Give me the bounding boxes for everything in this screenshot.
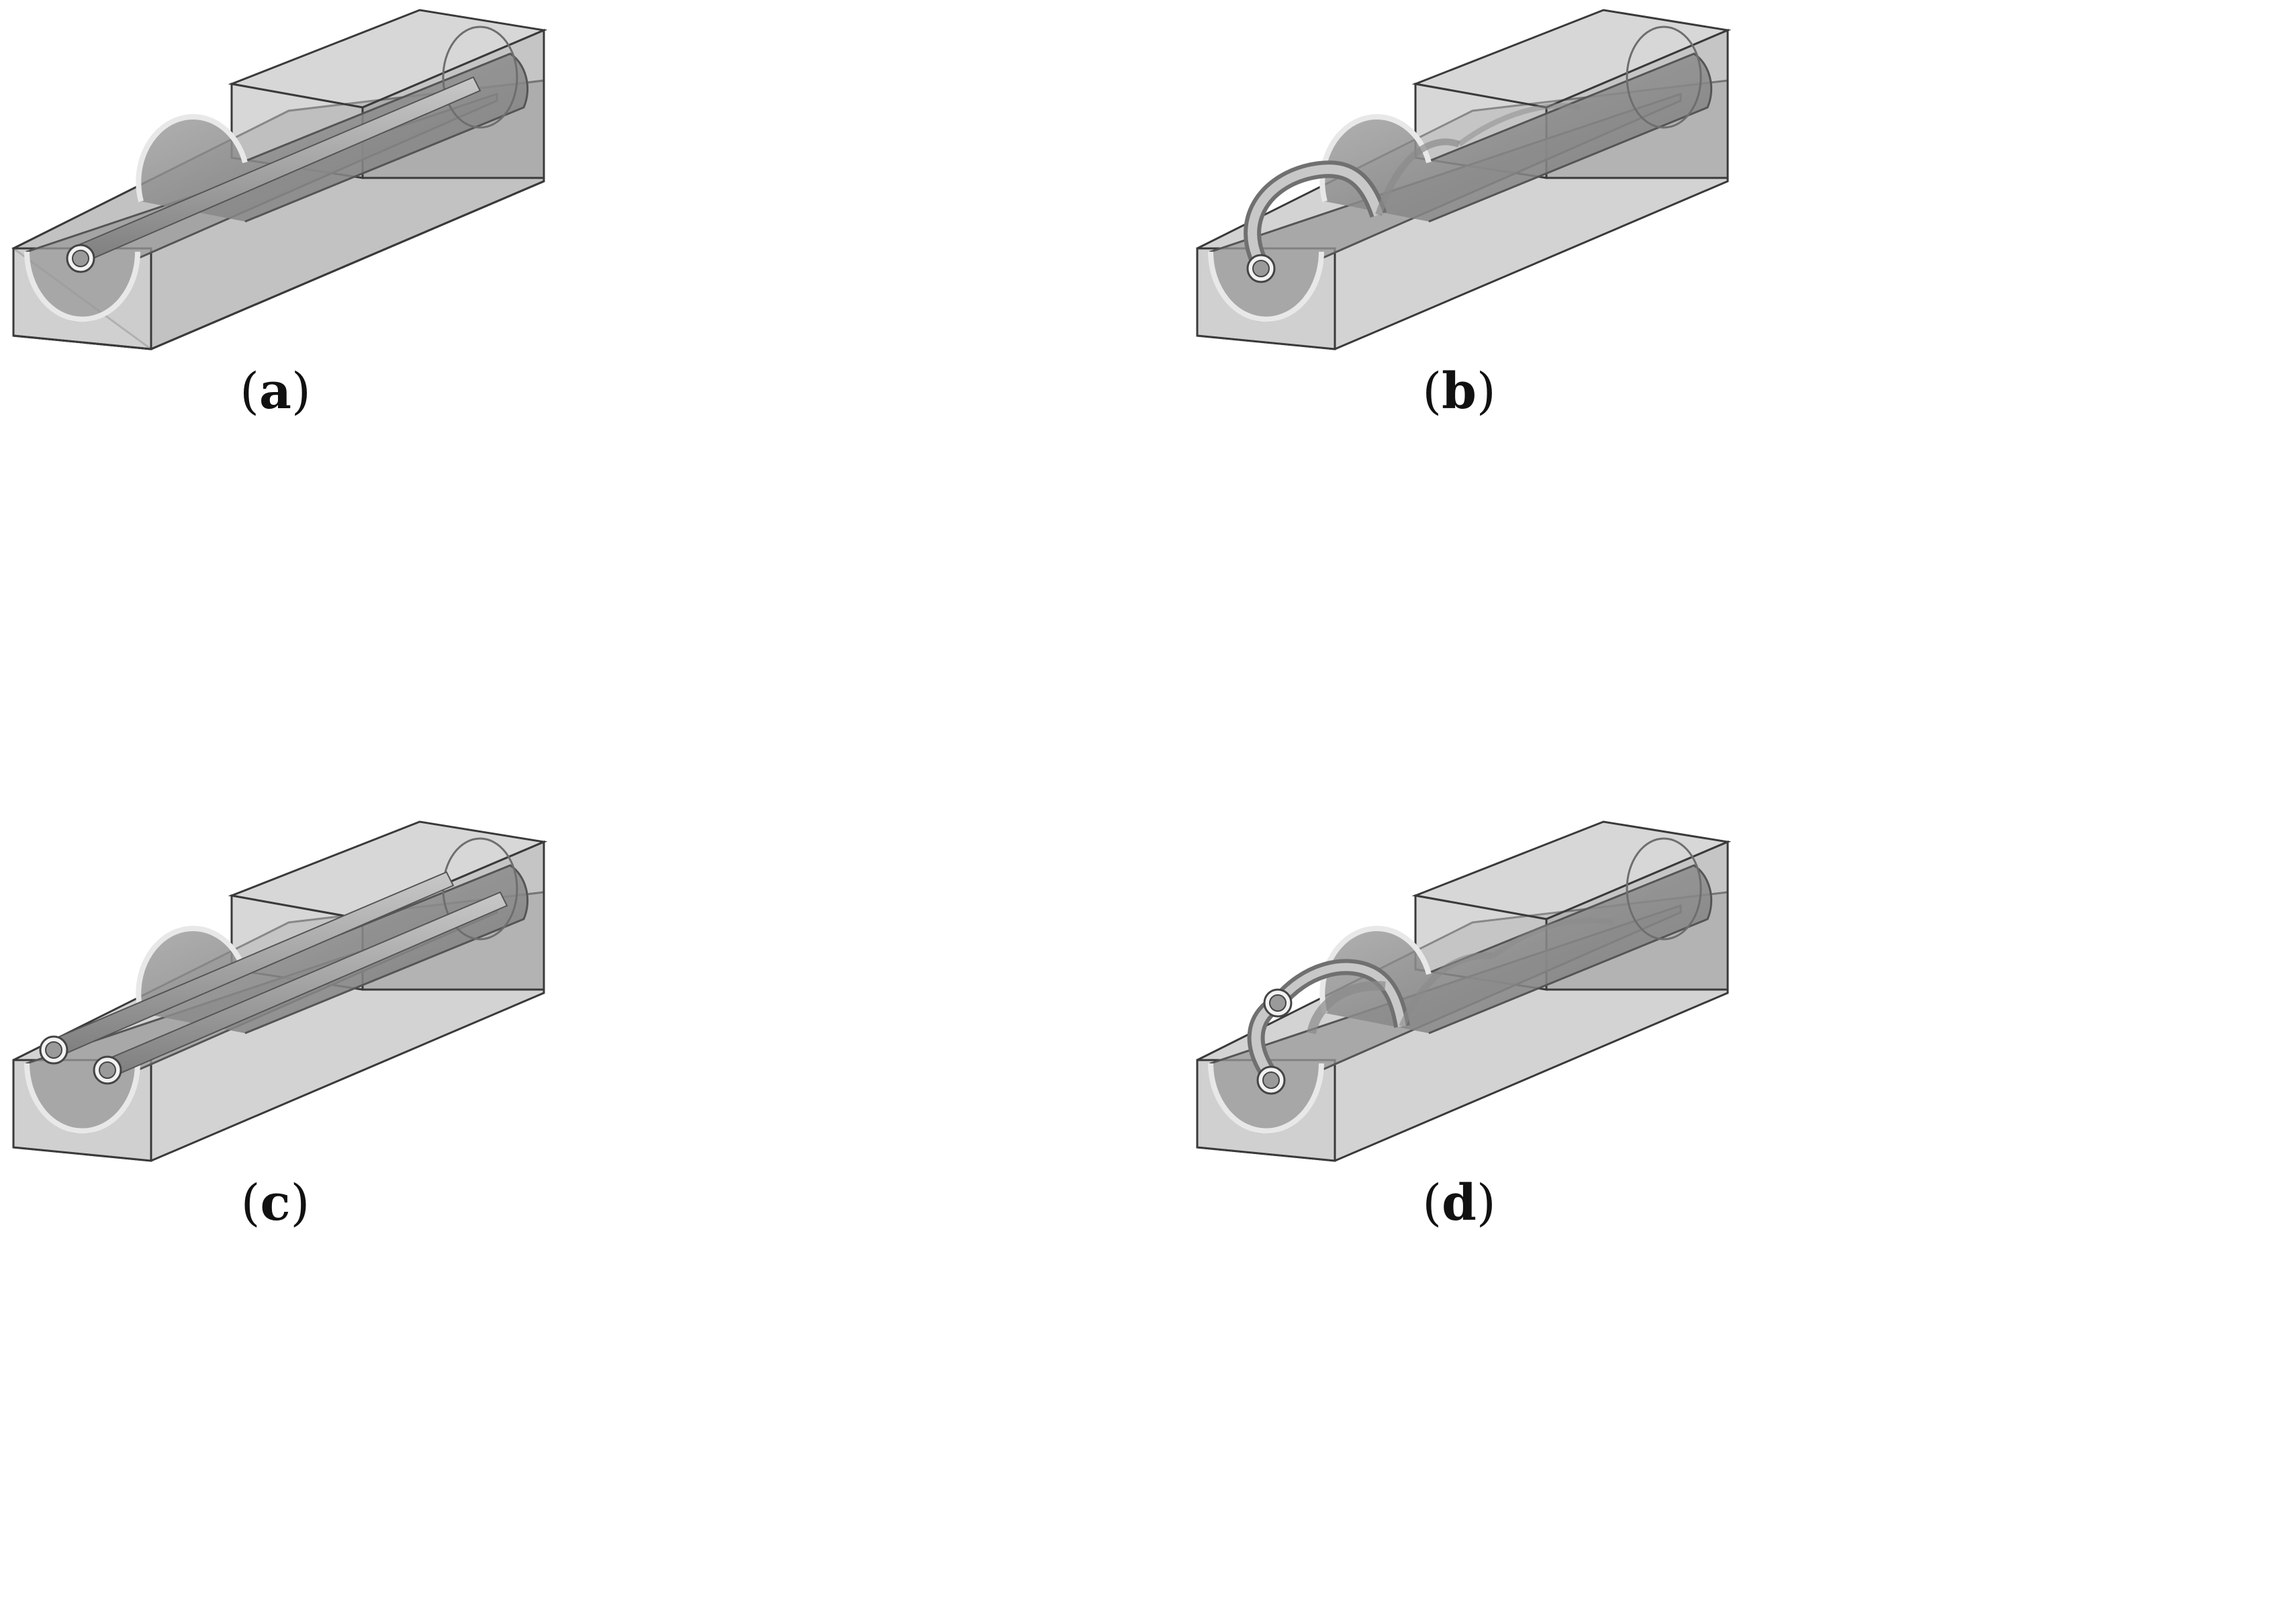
caption-paren-close: ) <box>1476 1174 1496 1232</box>
caption-paren-close: ) <box>291 363 311 420</box>
panel-a: (a) <box>0 0 1144 812</box>
caption-paren-open: ( <box>1422 363 1442 420</box>
geometry-b <box>1196 9 1732 350</box>
panel-b: (b) <box>1144 0 2287 812</box>
ground-line <box>13 180 545 350</box>
pipe-straight-pair <box>39 871 508 1085</box>
panel-c: (c) <box>0 812 1144 1623</box>
caption-paren-open: ( <box>240 1174 261 1232</box>
caption-paren-close: ) <box>290 1174 310 1232</box>
caption-letter: b <box>1442 363 1477 420</box>
caption-a: (a) <box>141 363 410 420</box>
geometry-c <box>12 820 548 1162</box>
caption-paren-open: ( <box>240 363 260 420</box>
caption-c: (c) <box>141 1174 410 1232</box>
caption-d: (d) <box>1325 1174 1593 1232</box>
caption-paren-open: ( <box>1422 1174 1442 1232</box>
caption-paren-close: ) <box>1476 363 1496 420</box>
panel-d: (d) <box>1144 812 2287 1623</box>
caption-letter: c <box>260 1174 291 1232</box>
pipe-helical <box>1244 103 1581 283</box>
geometry-a <box>11 9 548 350</box>
geometry-d <box>1196 820 1732 1162</box>
pipe-straight <box>66 76 481 273</box>
caption-letter: a <box>259 363 291 420</box>
caption-b: (b) <box>1325 363 1593 420</box>
pipe-double-helical <box>1247 918 1614 1095</box>
outer-tube <box>136 837 529 1035</box>
caption-letter: d <box>1442 1174 1477 1232</box>
